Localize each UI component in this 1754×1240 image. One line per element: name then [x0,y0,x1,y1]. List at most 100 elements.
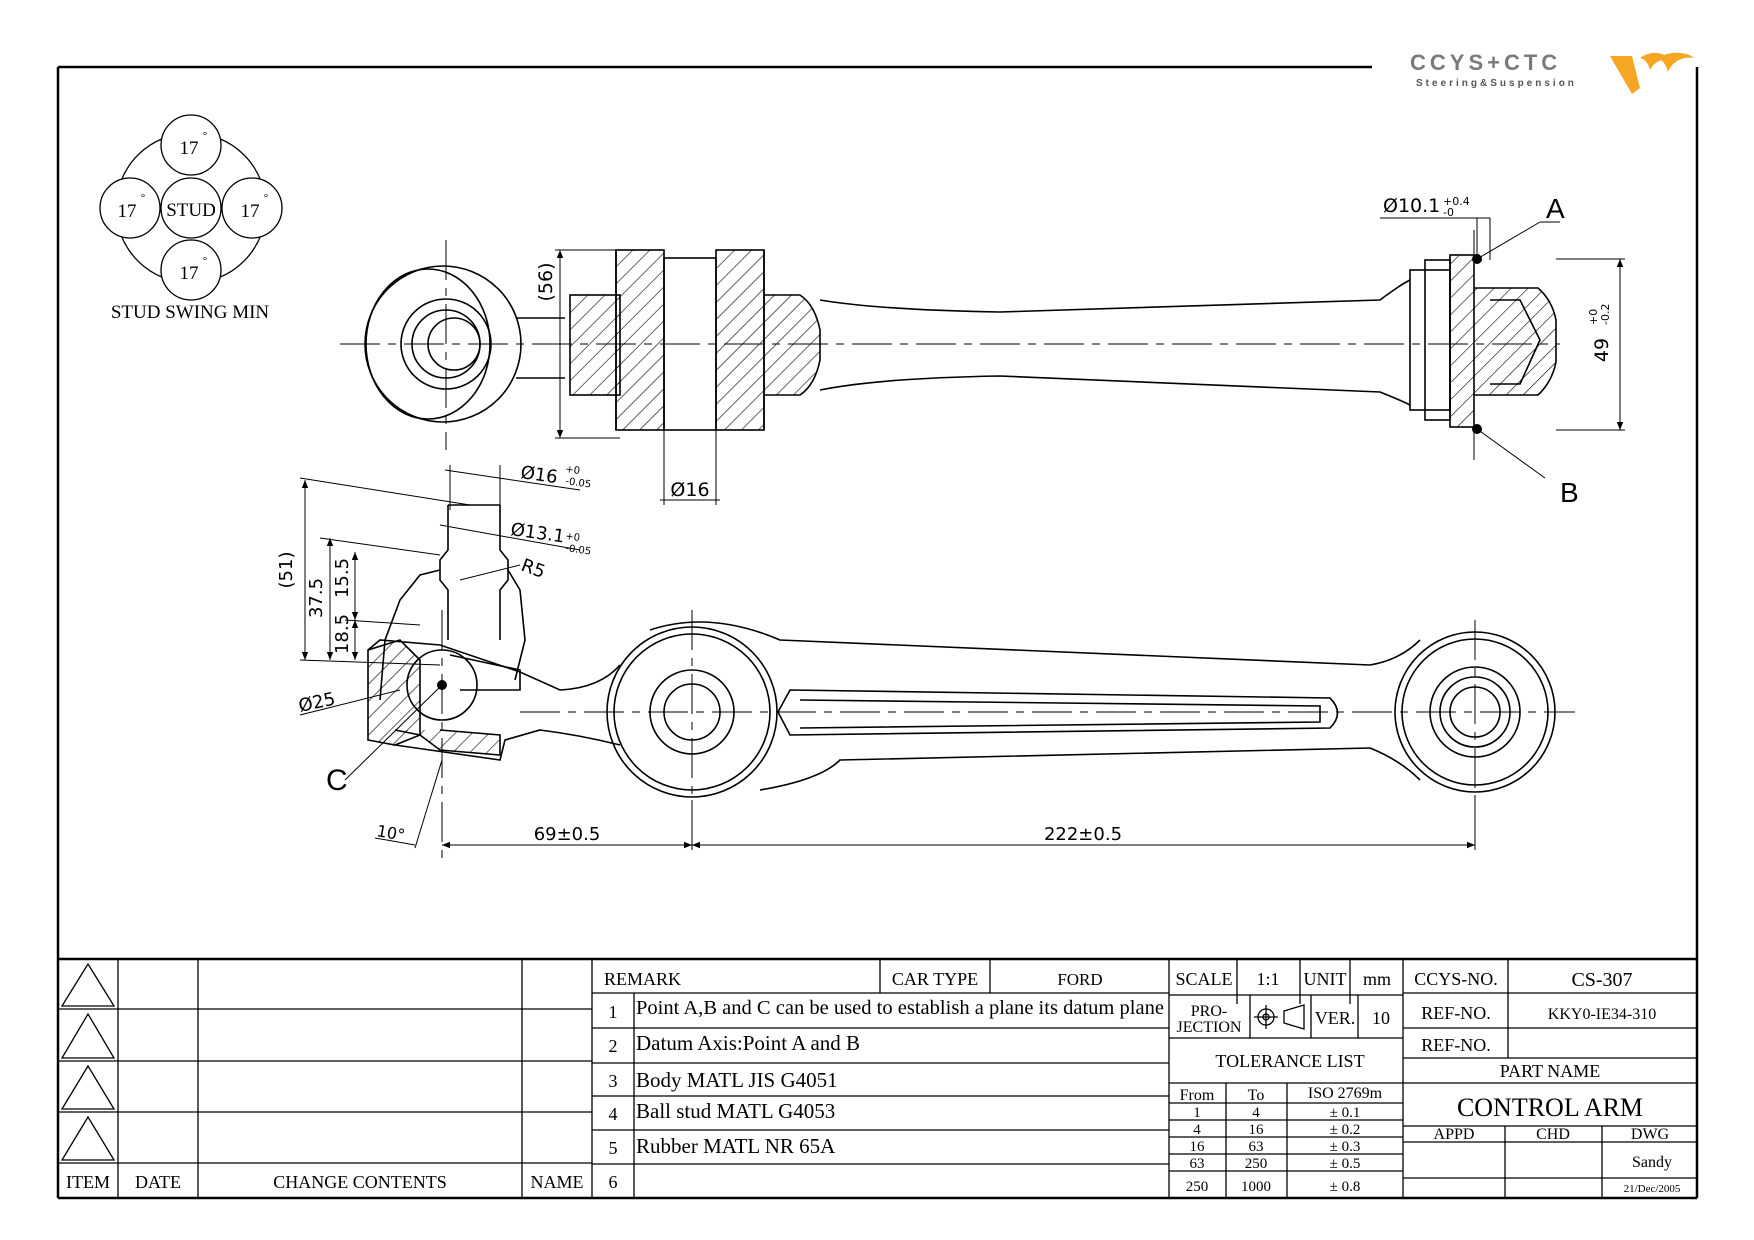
dim-dia-16-tol-up: +0 [565,464,581,477]
side-view [367,504,1556,798]
rev-header-date: DATE [135,1172,181,1192]
logo-brand: CCYS+CTC [1410,50,1562,75]
dim-dia-16-side: Ø16 [519,462,559,488]
rev-header-change: CHANGE CONTENTS [273,1172,447,1192]
dim-dia-13-1-tol-low: -0.05 [565,543,592,557]
dim-dia-10-1-tol-up: +0.4 [1443,195,1470,208]
dim-dia-25: Ø25 [297,689,338,717]
projection-label-1: PRO- [1191,1003,1227,1020]
remark-text-4: Ball stud MATL G4053 [636,1099,835,1123]
tol-row-5-to: 1000 [1241,1179,1271,1195]
dim-dia-10-1-tol-low: -0 [1443,206,1454,219]
company-logo: CCYS+CTC Steering&Suspension [1410,48,1710,98]
scale-tolerance-block [1169,959,1404,1198]
remark-text-5: Rubber MATL NR 65A [636,1134,836,1158]
ref-no-label-2: REF-NO. [1421,1035,1491,1055]
dim-69: 69±0.5 [534,824,601,845]
top-view [364,249,1557,431]
top-view-centerlines [340,230,1560,460]
side-view-dimensions [299,465,1476,850]
dim-r5: R5 [518,555,548,583]
tol-row-3-to: 63 [1249,1139,1264,1155]
tol-row-2-tol: ± 0.2 [1330,1122,1361,1138]
remark-no-2: 2 [609,1036,618,1056]
unit-value: mm [1363,969,1391,989]
stud-swing-caption: STUD SWING MIN [111,302,270,323]
dim-18-5: 18.5 [332,614,353,654]
ref-no-value-1: KKY0-IE34-310 [1548,1006,1656,1023]
car-type-label: CAR TYPE [892,969,978,989]
ver-value: 10 [1372,1008,1390,1028]
stud-angle-bottom: 17 [180,263,199,284]
appd-label: APPD [1434,1126,1475,1143]
revision-block [58,959,593,1198]
stud-swing-diagram [99,114,283,301]
tol-row-2-from: 4 [1193,1122,1201,1138]
part-name-label: PART NAME [1500,1061,1600,1081]
remark-text-3: Body MATL JIS G4051 [636,1068,838,1092]
ref-no-label-1: REF-NO. [1421,1003,1491,1023]
dim-37-5: 37.5 [306,578,327,618]
dim-angle-10: 10° [375,821,406,845]
side-view-centerlines [441,610,1575,860]
remark-no-5: 5 [609,1138,618,1158]
tol-row-4-to: 250 [1245,1156,1268,1172]
remark-text-1: Point A,B and C can be used to establish… [636,997,1164,1019]
deg-mark-right: ° [264,192,268,204]
part-name-value: CONTROL ARM [1457,1093,1643,1122]
dim-49: 49 [1591,338,1613,362]
tol-row-3-tol: ± 0.3 [1330,1139,1361,1155]
ccys-no-label: CCYS-NO. [1414,969,1498,989]
dim-49-tol-low: -0.2 [1599,304,1612,325]
remark-text-2: Datum Axis:Point A and B [636,1031,860,1055]
remark-no-4: 4 [609,1104,618,1124]
car-type-value: FORD [1057,970,1102,989]
remark-no-1: 1 [609,1002,618,1022]
tol-col-to: To [1248,1087,1265,1104]
dim-dia-16-top: Ø16 [670,479,709,501]
dim-dia-13-1: Ø13.1 [509,519,566,547]
rev-header-item: ITEM [66,1172,110,1192]
dim-51: (51) [276,552,297,589]
point-c-label: C [326,764,348,797]
dwg-name: Sandy [1632,1154,1672,1171]
tol-col-from: From [1180,1087,1215,1104]
tolerance-title: TOLERANCE LIST [1215,1051,1364,1071]
dim-222: 222±0.5 [1044,824,1122,845]
dim-15-5: 15.5 [332,558,353,598]
stud-angle-right: 17 [241,201,260,222]
stud-angle-left: 17 [118,201,137,222]
dim-height-56: (56) [535,262,557,301]
remark-no-6: 6 [609,1172,618,1192]
deg-mark-top: ° [203,130,207,142]
chd-label: CHD [1536,1126,1570,1143]
logo-mark-icon [1610,52,1694,94]
scale-value: 1:1 [1256,969,1279,989]
tol-col-iso: ISO 2769m [1308,1085,1383,1102]
unit-label: UNIT [1304,969,1347,989]
tol-row-3-from: 16 [1190,1139,1206,1155]
tol-row-1-tol: ± 0.1 [1330,1105,1361,1121]
remark-no-3: 3 [609,1071,618,1091]
point-b-label: B [1560,477,1579,508]
dim-dia-16-tol-low: -0.05 [565,476,592,490]
tol-row-1-from: 1 [1193,1105,1201,1121]
remark-header: REMARK [604,969,681,989]
rev-header-name: NAME [531,1172,584,1192]
scale-label: SCALE [1175,969,1232,989]
projection-label-2: JECTION [1177,1019,1242,1036]
ccys-no-value: CS-307 [1571,969,1632,991]
logo-tagline: Steering&Suspension [1416,78,1577,89]
tol-row-4-from: 63 [1190,1156,1205,1172]
stud-angle-top: 17 [180,138,199,159]
deg-mark-left: ° [141,192,145,204]
title-block [1403,959,1697,1198]
dwg-label: DWG [1631,1126,1670,1143]
top-view-dimensions [555,217,1625,505]
tol-row-1-to: 4 [1252,1105,1260,1121]
point-a-label: A [1546,193,1565,224]
dim-dia-10-1: Ø10.1 [1383,195,1440,217]
tol-row-5-from: 250 [1186,1179,1209,1195]
tol-row-4-tol: ± 0.5 [1330,1156,1361,1172]
